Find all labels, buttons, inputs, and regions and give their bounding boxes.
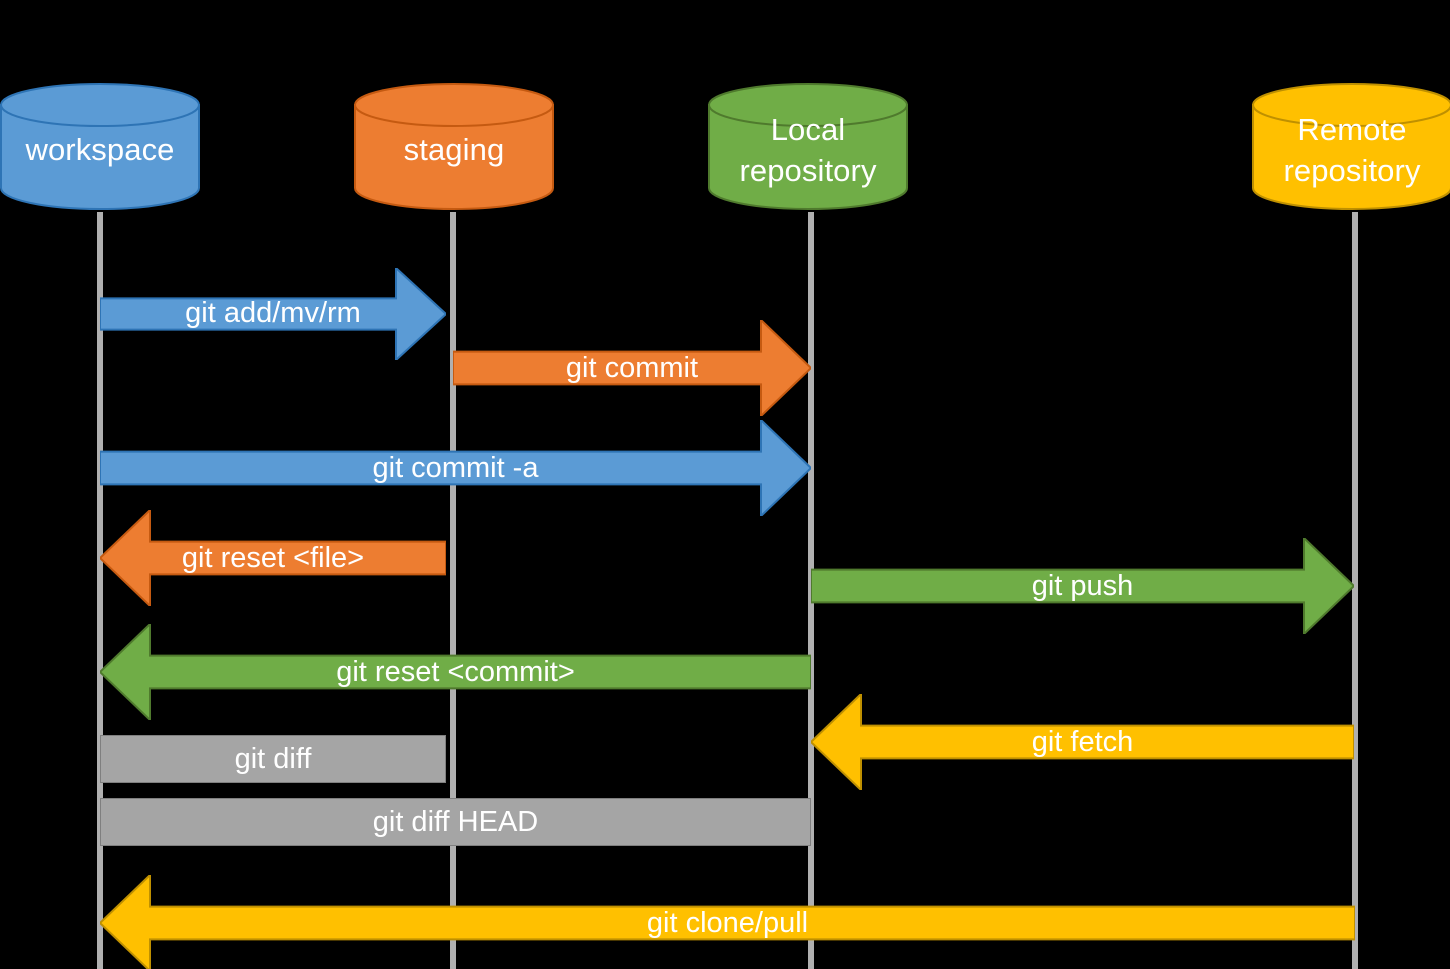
flow-git-clone-pull[interactable]: git clone/pull bbox=[100, 875, 1355, 969]
flow-git-reset-file[interactable]: git reset <file> bbox=[100, 510, 446, 606]
flow-shape-git-diff bbox=[100, 735, 446, 783]
node-remote-repo[interactable]: Remote repository bbox=[1252, 83, 1450, 210]
cylinder-shape-staging bbox=[354, 83, 554, 210]
flow-git-add[interactable]: git add/mv/rm bbox=[100, 268, 446, 360]
node-staging[interactable]: staging bbox=[354, 83, 554, 210]
flow-git-fetch[interactable]: git fetch bbox=[811, 694, 1354, 790]
flow-shape-git-commit-a bbox=[100, 420, 811, 516]
flow-git-diff-head[interactable]: git diff HEAD bbox=[100, 798, 811, 846]
flow-git-commit-a[interactable]: git commit -a bbox=[100, 420, 811, 516]
cylinder-shape-remote-repo bbox=[1252, 83, 1450, 210]
flow-shape-git-fetch bbox=[811, 694, 1354, 790]
node-workspace[interactable]: workspace bbox=[0, 83, 200, 210]
flow-git-reset-commit[interactable]: git reset <commit> bbox=[100, 624, 811, 720]
lifeline-remote-repo bbox=[1352, 212, 1358, 969]
flow-shape-git-clone-pull bbox=[100, 875, 1355, 969]
cylinder-shape-workspace bbox=[0, 83, 200, 210]
flow-shape-git-reset-commit bbox=[100, 624, 811, 720]
flow-shape-git-add bbox=[100, 268, 446, 360]
node-local-repo[interactable]: Local repository bbox=[708, 83, 908, 210]
flow-shape-git-push bbox=[811, 538, 1354, 634]
flow-git-push[interactable]: git push bbox=[811, 538, 1354, 634]
flow-shape-git-commit bbox=[453, 320, 811, 416]
cylinder-shape-local-repo bbox=[708, 83, 908, 210]
flow-shape-git-reset-file bbox=[100, 510, 446, 606]
lifeline-workspace bbox=[97, 212, 103, 969]
flow-git-commit[interactable]: git commit bbox=[453, 320, 811, 416]
flow-git-diff[interactable]: git diff bbox=[100, 735, 446, 783]
lifeline-staging bbox=[450, 212, 456, 969]
flow-shape-git-diff-head bbox=[100, 798, 811, 846]
